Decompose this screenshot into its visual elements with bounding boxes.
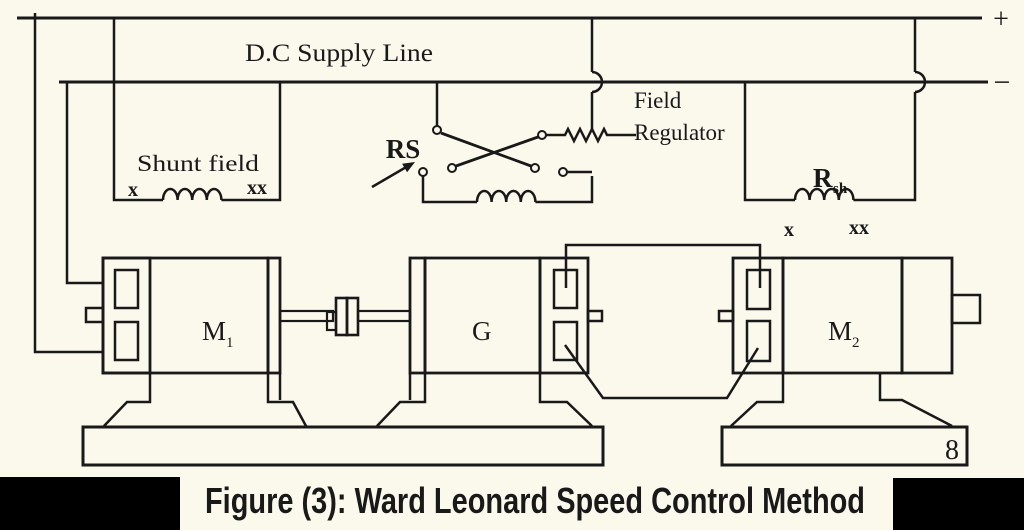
wire-negative-to-motor1 [65, 82, 103, 285]
wire-hop-over-negative-line [591, 70, 604, 94]
shunt-field-label: Shunt field [137, 151, 260, 176]
motor1-label-subscript: 1 [226, 335, 234, 351]
reversing-switch [435, 82, 539, 168]
generator-end-plate [408, 256, 427, 375]
wire-hop-over-negative-line [914, 70, 927, 94]
switch-terminal [447, 163, 457, 173]
gen-field-right-wire [535, 170, 594, 204]
page-number: 8 [945, 435, 959, 466]
reversing-switch-label: RS [386, 134, 421, 164]
motor1-machine [84, 256, 282, 375]
field-regulator-circuit [546, 18, 636, 144]
coupling-flange-left [334, 296, 349, 337]
motor2-left-pedestal [730, 373, 785, 427]
generator-right-pedestal [538, 373, 593, 427]
motor1-left-pedestal [103, 373, 152, 427]
coupling-flange-right [345, 296, 360, 337]
motor2-field-circuit [743, 18, 927, 202]
negative-terminal-symbol: − [994, 66, 1011, 99]
motor1-body [101, 256, 270, 375]
motor1-right-pedestal [266, 373, 308, 427]
motor1-brush-upper [113, 268, 140, 310]
rsh-coil [793, 187, 855, 201]
switch-terminals [418, 125, 568, 177]
motor1-terminal-nub [84, 306, 105, 324]
shunt-field-left-wire [112, 18, 163, 202]
motor1-label: M [202, 316, 226, 346]
regulator-resistor [546, 126, 636, 144]
rs-arrow-head [402, 162, 415, 173]
positive-terminal-symbol: + [993, 4, 1009, 35]
motor2-terminal-nub [717, 309, 735, 323]
motor1-armature-wires [33, 13, 103, 354]
shaft-and-coupling [278, 296, 412, 337]
rsh-right-wire [853, 92, 917, 202]
switch-terminal [432, 125, 442, 135]
rsh-label: R [813, 163, 833, 193]
motor1-shunt-field-circuit [112, 18, 282, 202]
generator-brush-housing [538, 256, 590, 375]
dc-supply-lines [17, 16, 988, 84]
motor1-end-plate [266, 256, 282, 375]
caption-bar-right [893, 478, 1024, 530]
shunt-field-coil [161, 187, 223, 201]
switch-terminal [537, 130, 547, 140]
gen-field-left-wire [421, 176, 477, 204]
shaft-motor1-side [278, 309, 335, 323]
motor2-brush-lower [745, 319, 772, 363]
base-plates [81, 425, 969, 467]
figure-caption: Figure (3): Ward Leonard Speed Control M… [205, 480, 865, 521]
field-regulator-label-line1: Field [634, 88, 682, 113]
switch-terminal [558, 167, 568, 177]
motor2-brush-upper [745, 268, 772, 311]
gen-field-coil [475, 189, 537, 203]
generator-label: G [472, 316, 492, 346]
switch-terminal [530, 163, 540, 173]
motor2-brush-housing [731, 256, 785, 375]
motor2-label: M [828, 316, 852, 346]
rs-pointer-arrow [371, 162, 415, 189]
wire-positive-to-motor1 [33, 13, 103, 354]
motor2-label-subscript: 2 [852, 335, 860, 351]
supply-line-label: D.C Supply Line [245, 40, 433, 67]
motor2-machine [717, 256, 982, 375]
shaft-generator-side [356, 309, 412, 323]
switch-blade-2 [455, 135, 539, 168]
motor2-end-cap [900, 256, 954, 375]
rsh-terminal-xx: xx [849, 217, 869, 239]
armature-loop-top-wire [564, 243, 762, 288]
rsh-label-subscript: sh [833, 181, 848, 197]
caption-bar-left [0, 477, 180, 530]
generator-machine [408, 256, 604, 375]
rsh-terminal-x: x [784, 219, 794, 241]
shunt-field-right-wire [221, 82, 282, 202]
generator-field-circuit [421, 170, 594, 204]
rsh-left-wire [743, 82, 795, 202]
switch-blade-1 [440, 131, 532, 168]
armature-loop-bottom-wire [563, 344, 760, 400]
field-regulator-label-line2: Regulator [634, 120, 725, 145]
base-plate-right [720, 425, 969, 467]
base-plate-left [81, 425, 605, 467]
motor2-right-pedestal [878, 373, 953, 428]
motor1-brush-housing [101, 256, 152, 375]
rs-arrow-shaft [371, 164, 409, 189]
generator-left-pedestal [376, 373, 427, 427]
generator-brush-lower [552, 320, 579, 362]
switch-terminal [418, 167, 428, 177]
motor2-shaft-stub [950, 293, 982, 325]
machine-pedestals [103, 373, 953, 428]
generator-brush-upper [552, 268, 579, 310]
shunt-field-terminal-xx: xx [247, 177, 267, 199]
shunt-field-terminal-x: x [128, 179, 138, 201]
generator-terminal-nub [586, 309, 604, 323]
motor1-brush-lower [113, 320, 140, 362]
